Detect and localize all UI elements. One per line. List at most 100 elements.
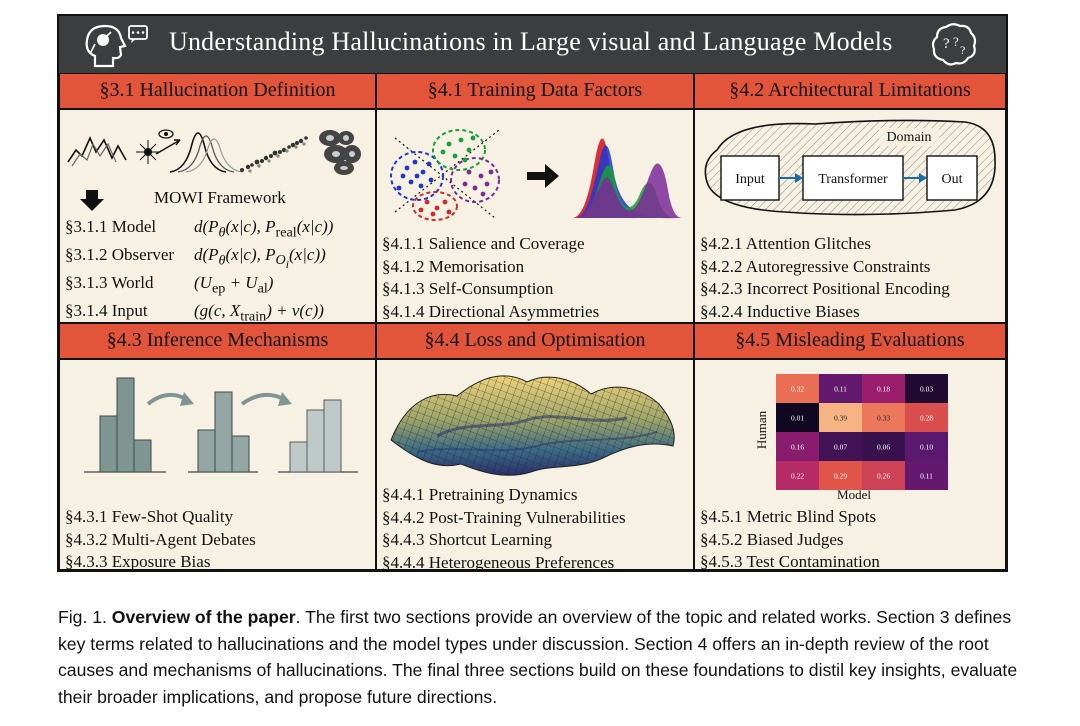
svg-text:?: ? [953, 34, 959, 49]
histogram-shift-illustration [84, 377, 358, 473]
list-item: §4.2.1 Attention Glitches [700, 234, 871, 253]
list-item: §4.1.3 Self-Consumption [382, 279, 554, 298]
heatmap-cell-value: 0.16 [791, 443, 804, 452]
loss-items: §4.4.1 Pretraining Dynamics §4.4.2 Post-… [382, 484, 626, 574]
transformer-box [802, 155, 904, 201]
distribution-sketch-illustration [67, 129, 361, 175]
svg-text:?: ? [943, 36, 950, 52]
down-arrow-icon [80, 190, 104, 211]
caption-bold-title: Overview of the paper [111, 607, 296, 627]
def-label-input: §3.1.4 Input [65, 301, 148, 320]
heatmap-cell-value: 0.01 [791, 414, 804, 423]
panel-training-data-factors: §4.1.1 Salience and Coverage §4.1.2 Memo… [376, 109, 694, 323]
list-item: §4.1.2 Memorisation [382, 256, 525, 276]
heatmap-cell-value: 0.26 [877, 472, 890, 481]
def-formula-observer: d(Pθ(x|c), POi(x|c)) [194, 245, 326, 272]
heatmap-cell [862, 403, 905, 432]
panel-inference-mechanisms: §4.3.1 Few-Shot Quality §4.3.2 Multi-Age… [59, 359, 376, 571]
agreement-heatmap: Human Model 0.32 0.11 0.18 0.03 0.01 0.39 0.33… [754, 374, 948, 502]
data-clusters-illustration [390, 129, 683, 221]
heatmap-cell [819, 374, 862, 403]
heatmap-cell-value: 0.22 [791, 472, 804, 481]
header-4-3: §4.3 Inference Mechanisms [59, 323, 376, 359]
def-label-observer: §3.1.2 Observer [65, 245, 175, 264]
heatmap-cell [776, 432, 819, 461]
heatmap-cell [776, 374, 819, 403]
architecture-diagram: Domain Input Transformer Out [704, 119, 996, 216]
header-4-5: §4.5 Misleading Evaluations [694, 323, 1006, 359]
out-box-label: Out [942, 172, 963, 187]
heatmap-cell [905, 374, 948, 403]
heatmap-cell [819, 403, 862, 432]
list-item: §4.1.4 Directional Asymmetries [382, 301, 600, 321]
heatmap-cell [905, 403, 948, 432]
inference-items: §4.3.1 Few-Shot Quality §4.3.2 Multi-Age… [65, 506, 256, 574]
header-4-2: §4.2 Architectural Limitations [694, 73, 1006, 109]
domain-label: Domain [886, 130, 931, 145]
heatmap-ylabel: Human [754, 410, 769, 449]
banner-title: Understanding Hallucinations in Large vi… [169, 27, 893, 56]
def-formula-model: d(Pθ(x|c), Preal(x|c)) [194, 217, 334, 241]
list-item: §4.5.2 Biased Judges [700, 529, 844, 549]
heatmap-cell [819, 461, 862, 490]
mowi-framework-label: MOWI Framework [154, 188, 286, 207]
header-4-1: §4.1 Training Data Factors [376, 73, 694, 109]
list-item: §4.1.1 Salience and Coverage [382, 234, 585, 253]
list-item: §4.5.1 Metric Blind Spots [700, 507, 877, 526]
heatmap-cell [862, 461, 905, 490]
heatmap-cell-value: 0.07 [834, 443, 847, 452]
list-item: §4.5.3 Test Contamination [700, 552, 880, 571]
training-data-items: §4.1.1 Salience and Coverage §4.1.2 Memo… [382, 233, 599, 323]
panel-hallucination-definition: MOWI Framework §3.1.1 Model d(Pθ(x|c), P… [59, 109, 376, 325]
panel-architectural-limitations: Domain Input Transformer Out §4.2.1 Atte… [694, 109, 1006, 323]
heatmap-cell-value: 0.33 [877, 414, 890, 423]
heatmap-cell-value: 0.11 [920, 472, 933, 481]
heatmap-cell-value: 0.18 [877, 385, 890, 394]
heatmap-cell [862, 374, 905, 403]
def-label-world: §3.1.3 World [65, 273, 154, 292]
heatmap-cell-value: 0.06 [877, 443, 890, 452]
list-item: §4.3.2 Multi-Agent Debates [65, 529, 256, 549]
out-box [926, 155, 978, 201]
heatmap-xlabel: Model [837, 487, 871, 502]
figure-banner: Understanding Hallucinations in Large vi… [59, 16, 1006, 73]
def-label-model: §3.1.1 Model [65, 217, 157, 236]
heatmap-cell-value: 0.11 [834, 385, 847, 394]
figure-caption: Fig. 1. Overview of the paper. The first… [58, 604, 1018, 710]
heatmap-cell-value: 0.39 [834, 414, 847, 423]
list-item: §4.4.1 Pretraining Dynamics [382, 485, 578, 504]
heatmap-cell [862, 432, 905, 461]
transformer-box-label: Transformer [818, 172, 888, 187]
heatmap-cell-value: 0.03 [920, 385, 933, 394]
head-circuit-icon [85, 24, 148, 68]
def-formula-world: (Uep + Ual) [194, 273, 274, 297]
heatmap-cell-value: 0.32 [791, 385, 804, 394]
loss-landscape-illustration [390, 375, 675, 476]
architecture-items: §4.2.1 Attention Glitches §4.2.2 Autoreg… [700, 233, 950, 323]
def-formula-input: (g(c, Xtrain) + ν(c)) [194, 301, 324, 325]
caption-text: . The first two sections provide an over… [58, 607, 1018, 707]
heatmap-cell-value: 0.10 [920, 443, 933, 452]
heatmap-cell [905, 432, 948, 461]
list-item: §4.3.3 Exposure Bias [65, 552, 211, 571]
header-3-1: §3.1 Hallucination Definition [59, 73, 376, 109]
heatmap-cell-value: 0.28 [920, 414, 933, 423]
list-item: §4.4.4 Heterogeneous Preferences [382, 552, 615, 572]
input-box-label: Input [735, 172, 765, 187]
overview-figure: Understanding Hallucinations in Large vi… [57, 14, 1008, 572]
list-item: §4.4.3 Shortcut Learning [382, 530, 552, 549]
list-item: §4.2.3 Incorrect Positional Encoding [700, 279, 950, 298]
heatmap-cell [776, 461, 819, 490]
panel-loss-and-optimisation: §4.4.1 Pretraining Dynamics §4.4.2 Post-… [376, 359, 694, 572]
brain-question-icon: ? ? ? [931, 23, 977, 66]
heatmap-cell-value: 0.29 [834, 472, 847, 481]
header-4-4: §4.4 Loss and Optimisation [376, 323, 694, 359]
input-box [720, 155, 780, 201]
list-item: §4.4.2 Post-Training Vulnerabilities [382, 507, 626, 527]
list-item: §4.3.1 Few-Shot Quality [65, 507, 234, 526]
caption-fig-label: Fig. 1. [58, 607, 107, 627]
heatmap-cell [905, 461, 948, 490]
heatmap-cell [776, 403, 819, 432]
panel-misleading-evaluations: Human Model 0.32 0.11 0.18 0.03 0.01 0.39 0.33… [694, 359, 1006, 571]
heatmap-cell [819, 432, 862, 461]
